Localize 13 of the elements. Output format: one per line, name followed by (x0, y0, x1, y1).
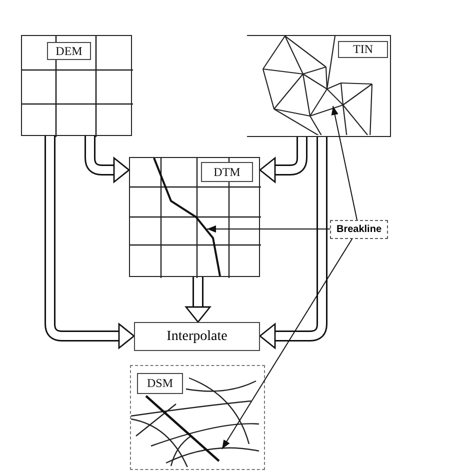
hollow-arrow (184, 277, 212, 324)
panel-label: DEM (47, 42, 91, 60)
hollow-arrow (258, 137, 308, 184)
panel-label: DSM (137, 373, 183, 394)
hollow-arrow (44, 136, 136, 350)
hollow-arrow (84, 136, 130, 184)
panel-label: TIN (338, 41, 388, 58)
leader-line (331, 106, 358, 220)
panel-label: DTM (201, 162, 253, 182)
hollow-arrow (258, 137, 328, 350)
leader-line (222, 238, 352, 450)
leader-line (206, 225, 330, 233)
callout-label: Breakline (330, 220, 388, 239)
